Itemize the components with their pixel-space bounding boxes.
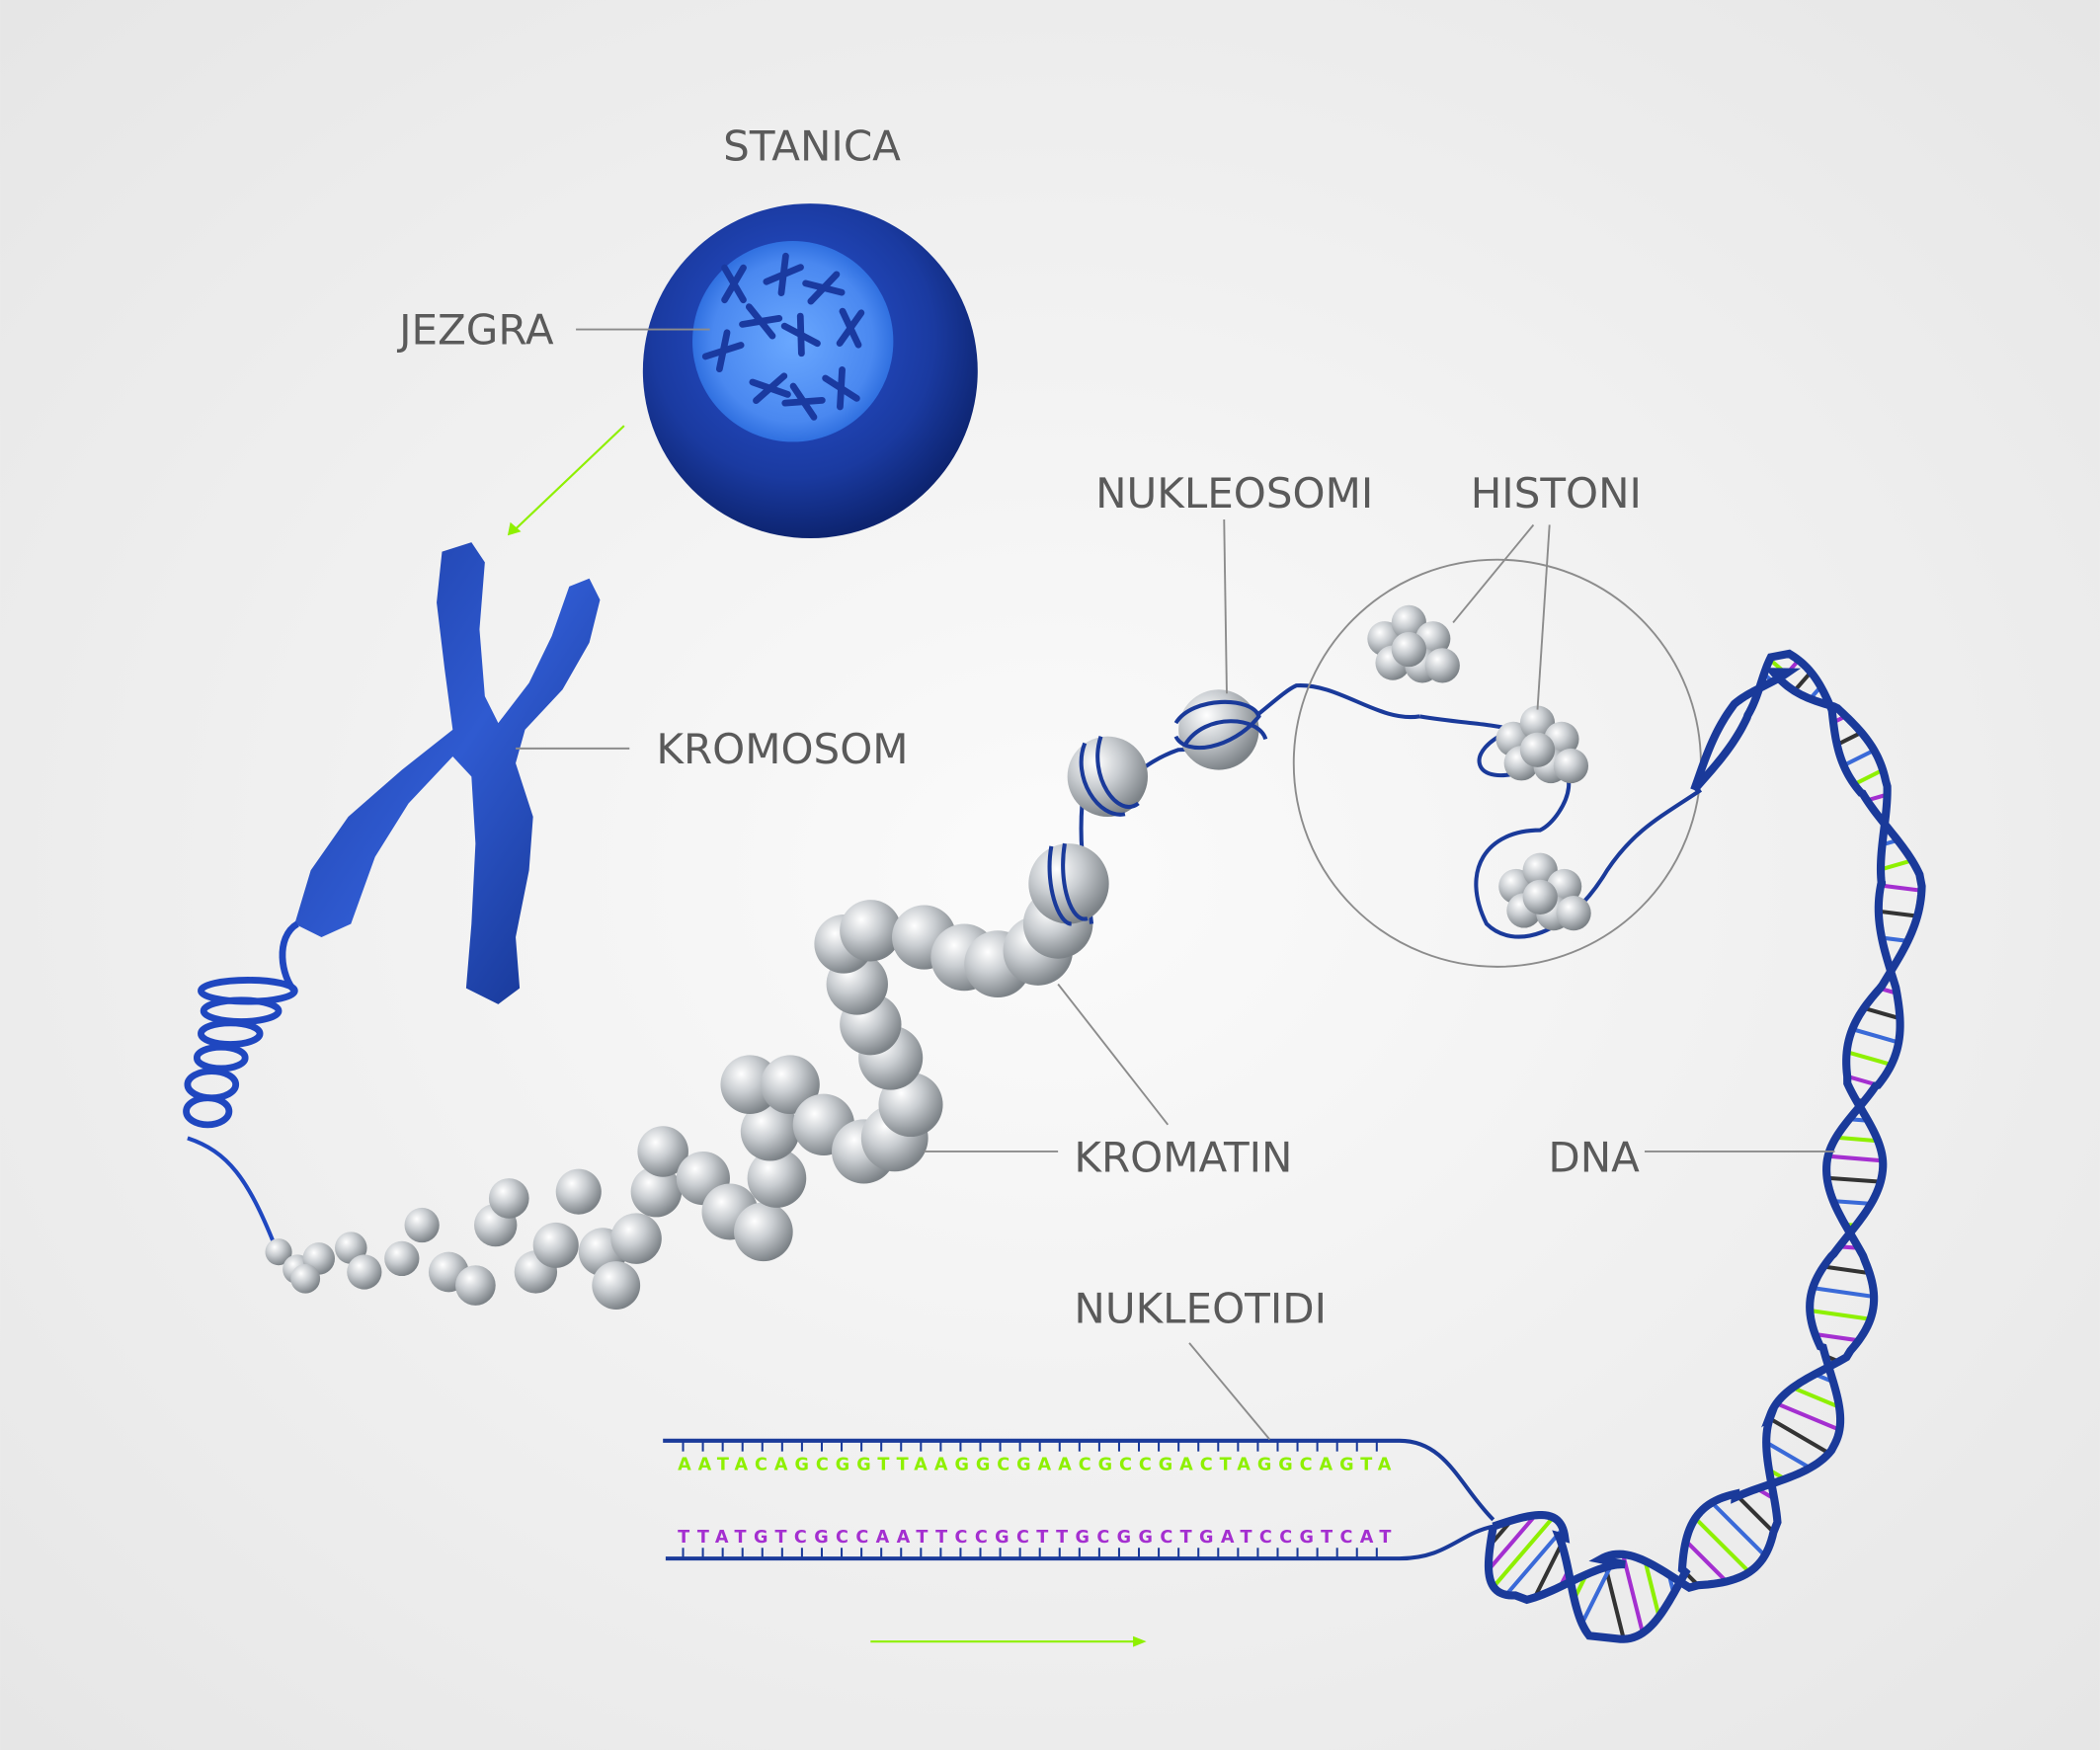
chromatin-bead: [347, 1254, 382, 1290]
mini-chromosome-icon: [836, 307, 865, 349]
dna-strand: [1484, 668, 1904, 1605]
chromatin-bead: [761, 1055, 820, 1115]
label-chromosome: KROMOSOM: [656, 725, 908, 773]
base-pair: [1765, 1440, 1812, 1471]
nucleus-chromosomes: [701, 252, 865, 421]
histones-detail: [1292, 558, 1703, 968]
histone-bead: [1522, 879, 1558, 915]
base-pair: [1880, 858, 1913, 872]
chromatin-beads: [265, 889, 1093, 1310]
chromatin-bead: [747, 1149, 807, 1208]
label-nucleus: JEZGRA: [396, 305, 554, 354]
chromatin-bead: [384, 1240, 420, 1277]
chromatin-bead: [455, 1265, 496, 1306]
label-cell: STANICA: [723, 122, 901, 171]
histone-bead: [1391, 631, 1426, 668]
base-pair: [1684, 1539, 1729, 1583]
chromatin-bead: [637, 1126, 688, 1177]
base-pair: [1734, 1492, 1775, 1534]
base-pair: [1793, 671, 1813, 692]
histone-bead: [1424, 648, 1460, 683]
mini-chromosome-icon: [721, 264, 747, 304]
base-pair: [1768, 1416, 1830, 1456]
leader-histones-1: [1452, 523, 1535, 624]
mini-chromosome-icon: [780, 312, 821, 358]
base-pair: [1880, 883, 1922, 893]
leader-nucleosomes: [1223, 519, 1228, 694]
arrow-cell-to-chromosome: [507, 425, 625, 536]
base-pair: [1842, 748, 1876, 767]
mini-chromosome-icon: [822, 365, 860, 411]
leader-histones-2: [1536, 524, 1551, 710]
base-pair: [1835, 730, 1863, 747]
label-chromatin: KROMATIN: [1074, 1133, 1292, 1181]
chromatin-bead: [532, 1222, 579, 1268]
chromatin-bead: [555, 1168, 602, 1215]
base-pair: [1812, 1286, 1875, 1300]
base-pair: [1863, 1005, 1900, 1021]
mini-chromosome-icon: [781, 382, 826, 421]
base-pair: [1835, 1135, 1879, 1144]
base-pair: [1878, 909, 1918, 918]
chromatin-bead: [734, 1202, 793, 1262]
base-pair: [1775, 1401, 1841, 1432]
histone-bead: [1519, 732, 1556, 767]
chromatin-coil: [183, 920, 300, 1246]
base-pair: [1827, 1153, 1884, 1163]
dna-double-helix: [1484, 649, 1926, 1643]
base-pair: [1492, 1516, 1555, 1589]
chromatin-bead: [840, 900, 902, 962]
mini-chromosome-icon: [802, 271, 846, 305]
chromosome: [294, 542, 601, 1004]
base-pair: [1822, 1264, 1870, 1276]
direction-arrow: [870, 1635, 1147, 1647]
chromatin-bead: [265, 1238, 292, 1266]
chromatin-bead: [488, 1178, 529, 1219]
mini-chromosome-icon: [739, 303, 783, 340]
mini-chromosome-icon: [763, 252, 804, 297]
leader-nucleotides: [1188, 1342, 1271, 1441]
histone-bead: [1556, 896, 1591, 931]
base-pair: [1826, 1175, 1881, 1184]
base-pair: [1881, 935, 1908, 943]
base-pair: [1693, 1516, 1751, 1574]
dna-strand: [1492, 649, 1926, 1643]
base-pair: [1851, 1027, 1899, 1045]
label-dna: DNA: [1548, 1133, 1640, 1181]
label-nucleotides: NUKLEOTIDI: [1074, 1285, 1327, 1333]
nucleosomes: [1028, 683, 1420, 926]
leader-chromatin-2: [1057, 983, 1170, 1126]
base-pair: [1487, 1513, 1537, 1571]
base-pair: [1643, 1560, 1661, 1618]
chromatin-bead: [290, 1263, 321, 1294]
chromatin-bead: [610, 1213, 662, 1264]
base-pair: [1579, 1564, 1613, 1625]
label-histones: HISTONI: [1471, 469, 1642, 517]
base-pair: [1532, 1543, 1564, 1599]
label-nucleosomes: NUKLEOSOMI: [1095, 469, 1373, 517]
base-pair: [1792, 1386, 1840, 1409]
base-pair: [1504, 1527, 1565, 1597]
base-pair: [1809, 1308, 1871, 1321]
histone-bead: [1553, 748, 1589, 784]
chromatin-bead: [630, 1165, 683, 1218]
base-pair: [1846, 1050, 1893, 1068]
cell: [642, 203, 978, 539]
chromatin-bead: [404, 1207, 440, 1243]
base-pair: [1621, 1553, 1645, 1633]
base-pair: [1710, 1501, 1767, 1557]
mini-chromosome-icon: [701, 329, 745, 373]
chromatin-bead: [740, 1101, 800, 1161]
mini-chromosome-icon: [749, 372, 791, 404]
base-pair: [1832, 1199, 1872, 1206]
base-pair: [1815, 1331, 1860, 1343]
chromatin-bead: [592, 1261, 641, 1310]
base-pair: [1853, 767, 1885, 786]
